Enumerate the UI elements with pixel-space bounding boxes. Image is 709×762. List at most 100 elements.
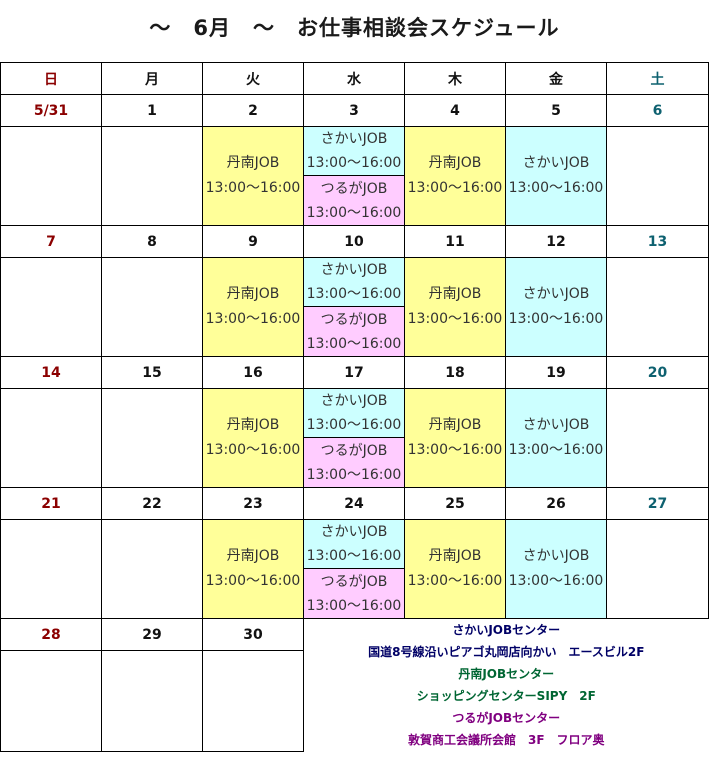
event-name: さかいJOB bbox=[320, 524, 388, 540]
event-tsuruga: つるがJOB 13:00～16:00 bbox=[304, 307, 404, 356]
weekday-thu: 木 bbox=[404, 62, 506, 95]
empty-day-cell bbox=[606, 388, 709, 488]
date-cell: 19 bbox=[505, 356, 607, 389]
date-row: 28 29 30 さかいJOBセンター 国道8号線沿いピアゴ丸岡店向かい エース… bbox=[0, 617, 709, 747]
event-tsuruga: つるがJOB 13:00～16:00 bbox=[304, 176, 404, 225]
weekday-wed: 水 bbox=[303, 62, 405, 95]
event-name: 丹南JOB bbox=[226, 548, 280, 564]
empty-day-cell bbox=[0, 388, 102, 488]
event-split-cell: さかいJOB 13:00～16:00 つるがJOB 13:00～16:00 bbox=[303, 257, 405, 357]
event-split-cell: さかいJOB 13:00～16:00 つるがJOB 13:00～16:00 bbox=[303, 519, 405, 619]
date-cell: 24 bbox=[303, 487, 405, 520]
event-time: 13:00～16:00 bbox=[407, 180, 503, 196]
event-name: さかいJOB bbox=[522, 548, 590, 564]
date-cell: 17 bbox=[303, 356, 405, 389]
event-row: 丹南JOB 13:00～16:00 さかいJOB 13:00～16:00 つるが… bbox=[0, 388, 709, 488]
date-cell: 18 bbox=[404, 356, 506, 389]
event-sakai: さかいJOB 13:00～16:00 bbox=[304, 520, 404, 569]
event-tannan: 丹南JOB 13:00～16:00 bbox=[202, 126, 304, 226]
event-sakai: さかいJOB 13:00～16:00 bbox=[505, 257, 607, 357]
event-time: 13:00～16:00 bbox=[407, 311, 503, 327]
event-name: 丹南JOB bbox=[428, 417, 482, 433]
event-name: さかいJOB bbox=[320, 262, 388, 278]
info-tsuruga-address: 敦賀商工会議所会館 3F フロア奥 bbox=[407, 733, 605, 747]
event-split-cell: さかいJOB 13:00～16:00 つるがJOB 13:00～16:00 bbox=[303, 126, 405, 226]
empty-day-cell bbox=[202, 650, 304, 752]
empty-day-cell bbox=[606, 257, 709, 357]
event-sakai: さかいJOB 13:00～16:00 bbox=[304, 258, 404, 307]
event-tannan: 丹南JOB 13:00～16:00 bbox=[202, 257, 304, 357]
event-time: 13:00～16:00 bbox=[306, 417, 402, 433]
date-cell: 22 bbox=[101, 487, 203, 520]
weekday-tue: 火 bbox=[202, 62, 304, 95]
weekday-fri: 金 bbox=[505, 62, 607, 95]
event-time: 13:00～16:00 bbox=[508, 180, 604, 196]
event-time: 13:00～16:00 bbox=[508, 442, 604, 458]
date-cell: 2 bbox=[202, 94, 304, 127]
date-cell: 27 bbox=[606, 487, 709, 520]
event-name: つるがJOB bbox=[320, 573, 388, 590]
event-time: 13:00～16:00 bbox=[407, 573, 503, 589]
date-cell: 5 bbox=[505, 94, 607, 127]
event-sakai: さかいJOB 13:00～16:00 bbox=[304, 127, 404, 176]
date-cell: 30 bbox=[202, 617, 304, 652]
info-tannan-address: ショッピングセンターSIPY 2F bbox=[416, 689, 596, 703]
date-cell: 15 bbox=[101, 356, 203, 389]
date-cell: 4 bbox=[404, 94, 506, 127]
event-time: 13:00～16:00 bbox=[306, 335, 402, 352]
event-tannan: 丹南JOB 13:00～16:00 bbox=[404, 126, 506, 226]
date-row: 21 22 23 24 25 26 27 bbox=[0, 487, 709, 520]
date-cell: 11 bbox=[404, 225, 506, 258]
empty-day-cell bbox=[606, 126, 709, 226]
info-sakai-address: 国道8号線沿いピアゴ丸岡店向かい エースビル2F bbox=[368, 645, 645, 659]
date-cell: 25 bbox=[404, 487, 506, 520]
event-name: さかいJOB bbox=[522, 286, 590, 302]
date-cell: 29 bbox=[101, 617, 203, 652]
event-name: 丹南JOB bbox=[428, 155, 482, 171]
event-time: 13:00～16:00 bbox=[306, 597, 402, 614]
event-time: 13:00～16:00 bbox=[508, 311, 604, 327]
schedule-calendar: 日 月 火 水 木 金 土 5/31 1 2 3 4 5 6 丹南JOB 13:… bbox=[0, 62, 709, 752]
date-cell: 9 bbox=[202, 225, 304, 258]
empty-day-cell bbox=[0, 519, 102, 619]
event-tannan: 丹南JOB 13:00～16:00 bbox=[202, 519, 304, 619]
event-name: さかいJOB bbox=[522, 155, 590, 171]
event-time: 13:00～16:00 bbox=[205, 442, 301, 458]
empty-day-cell bbox=[101, 126, 203, 226]
event-name: つるがJOB bbox=[320, 442, 388, 459]
event-time: 13:00～16:00 bbox=[306, 204, 402, 221]
date-cell: 26 bbox=[505, 487, 607, 520]
event-time: 13:00～16:00 bbox=[205, 573, 301, 589]
event-sakai: さかいJOB 13:00～16:00 bbox=[505, 519, 607, 619]
date-cell: 10 bbox=[303, 225, 405, 258]
event-time: 13:00～16:00 bbox=[407, 442, 503, 458]
event-name: つるがJOB bbox=[320, 311, 388, 328]
event-tannan: 丹南JOB 13:00～16:00 bbox=[404, 388, 506, 488]
event-sakai: さかいJOB 13:00～16:00 bbox=[505, 388, 607, 488]
event-name: つるがJOB bbox=[320, 180, 388, 197]
date-cell: 21 bbox=[0, 487, 102, 520]
date-cell: 8 bbox=[101, 225, 203, 258]
event-split-cell: さかいJOB 13:00～16:00 つるがJOB 13:00～16:00 bbox=[303, 388, 405, 488]
event-name: 丹南JOB bbox=[226, 286, 280, 302]
event-name: 丹南JOB bbox=[226, 155, 280, 171]
weekday-mon: 月 bbox=[101, 62, 203, 95]
date-cell: 12 bbox=[505, 225, 607, 258]
event-time: 13:00～16:00 bbox=[306, 286, 402, 302]
event-row bbox=[0, 650, 709, 752]
event-tsuruga: つるがJOB 13:00～16:00 bbox=[304, 438, 404, 487]
date-cell: 1 bbox=[101, 94, 203, 127]
date-cell: 14 bbox=[0, 356, 102, 389]
event-name: さかいJOB bbox=[522, 417, 590, 433]
event-time: 13:00～16:00 bbox=[205, 311, 301, 327]
weekday-sun: 日 bbox=[0, 62, 102, 95]
date-cell: 3 bbox=[303, 94, 405, 127]
date-cell: 7 bbox=[0, 225, 102, 258]
empty-day-cell bbox=[606, 519, 709, 619]
event-name: さかいJOB bbox=[320, 393, 388, 409]
event-time: 13:00～16:00 bbox=[205, 180, 301, 196]
event-sakai: さかいJOB 13:00～16:00 bbox=[304, 389, 404, 438]
empty-day-cell bbox=[101, 257, 203, 357]
event-time: 13:00～16:00 bbox=[508, 573, 604, 589]
empty-day-cell bbox=[101, 650, 203, 752]
